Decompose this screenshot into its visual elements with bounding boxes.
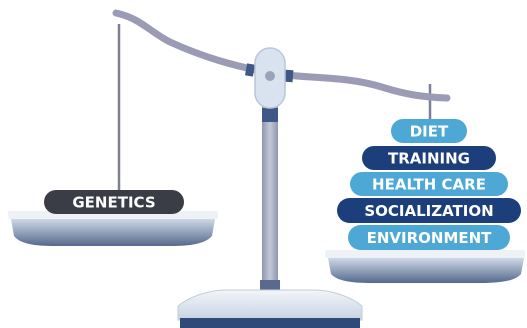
environment-label: ENVIRONMENT bbox=[367, 229, 493, 247]
scale-base-plate bbox=[180, 318, 360, 328]
right-pan bbox=[325, 250, 525, 283]
beam-joint-right bbox=[284, 69, 294, 83]
training-label: TRAINING bbox=[388, 150, 470, 168]
left-pan-bowl bbox=[11, 219, 215, 246]
socialization-label: SOCIALIZATION bbox=[364, 202, 493, 220]
right-pan-rim bbox=[325, 250, 525, 258]
pillar-foot-collar bbox=[260, 280, 280, 290]
right-pan-bowl bbox=[328, 258, 524, 283]
training-label-pill: TRAINING bbox=[362, 146, 496, 170]
beam-joint-left bbox=[245, 63, 255, 77]
health-care-label: HEALTH CARE bbox=[372, 176, 486, 194]
diet-label: DIET bbox=[410, 123, 449, 141]
pivot-pin bbox=[265, 71, 275, 81]
socialization-label-pill: SOCIALIZATION bbox=[337, 198, 521, 223]
genetics-label: GENETICS bbox=[72, 194, 155, 212]
environment-label-pill: ENVIRONMENT bbox=[348, 225, 510, 250]
genetics-label-pill: GENETICS bbox=[44, 190, 184, 214]
health-care-label-pill: HEALTH CARE bbox=[350, 172, 508, 196]
scale-pillar bbox=[262, 105, 278, 291]
scale-base-dome bbox=[177, 289, 363, 321]
diet-label-pill: DIET bbox=[391, 119, 467, 143]
left-pan bbox=[8, 211, 218, 246]
pillar-collar bbox=[262, 108, 278, 122]
